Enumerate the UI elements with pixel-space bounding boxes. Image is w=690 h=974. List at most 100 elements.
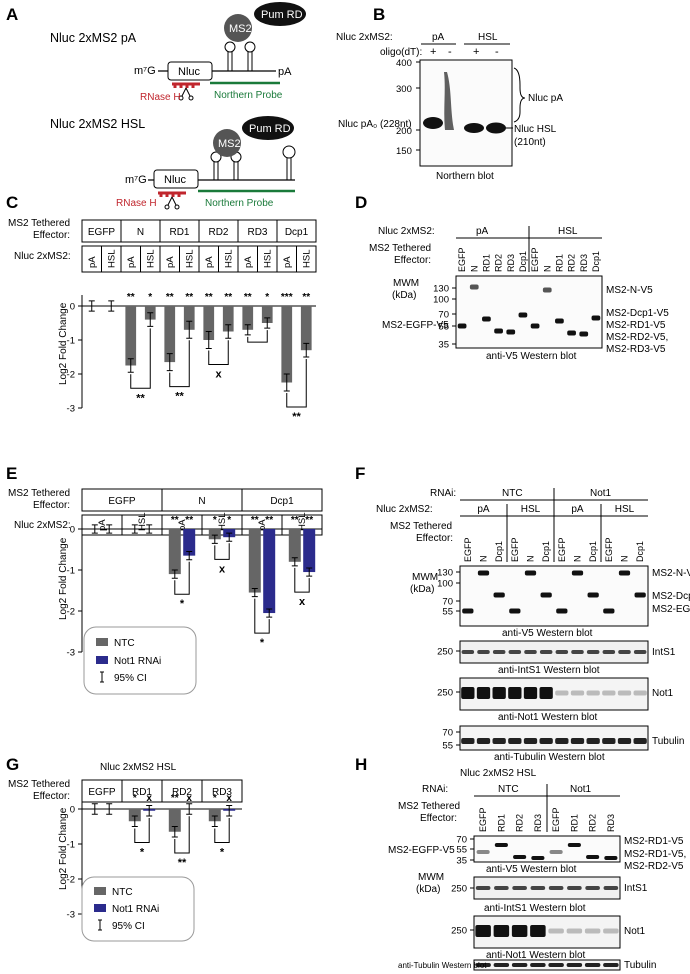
f-v5-tick-label: 130 <box>437 568 453 579</box>
h-ints1-band <box>567 886 582 890</box>
e-row1a: MS2 Tethered <box>8 488 70 499</box>
e-y-tick-label: -1 <box>67 566 75 577</box>
f-mwm2: (kDa) <box>410 584 434 595</box>
b-smear-lane2 <box>444 72 454 130</box>
f-lane-dcp1: Dcp1 <box>588 541 598 562</box>
g-bar-ntc-error-bar <box>91 803 98 815</box>
panel-a: A Nluc 2xMS2 pA Nluc 2xMS2 HSL m⁷G Nluc … <box>6 2 306 210</box>
c-bar <box>281 306 293 383</box>
g-y-tick-label: -3 <box>67 910 75 921</box>
f-v5-band <box>603 608 615 614</box>
h-tub-band <box>511 963 528 967</box>
ms2-label: MS2 <box>229 23 252 35</box>
d-left-label: MS2-EGFP-V5 <box>382 320 449 331</box>
f-construct-pa: pA <box>571 504 584 515</box>
g-bracket <box>134 818 150 843</box>
g-legend-ntc: NTC <box>112 887 133 898</box>
e-y-tick-label: -2 <box>67 607 75 618</box>
h-rnai-not1: Not1 <box>570 784 592 795</box>
d-group-pa: pA <box>476 226 489 237</box>
e-bar-ntc-error-bar <box>171 569 178 579</box>
f-mwm1: MWM <box>412 572 438 583</box>
f-tub-tick-label: 55 <box>442 741 453 752</box>
d-lane-egfp: EGFP <box>457 247 467 272</box>
c-bracket-label: x <box>215 369 222 381</box>
f-v5-band <box>540 592 552 598</box>
d-lane-rd3: RD3 <box>506 254 516 272</box>
f-not1-band <box>523 687 538 699</box>
h-tub-band <box>584 963 601 967</box>
d-lane-dcp1: Dcp1 <box>591 251 601 272</box>
g-bracket-label: * <box>220 847 225 859</box>
f-tub-band <box>461 738 475 744</box>
c-construct-hsl: HSL <box>106 250 117 268</box>
f-tub-band <box>476 738 491 744</box>
e-bar-not1-error-bar <box>226 532 233 542</box>
h-rnai-ntc: NTC <box>498 784 519 795</box>
f-not1-band <box>602 690 616 696</box>
g-significance-star: x <box>226 793 232 804</box>
h-not1-label: Not1 <box>624 926 646 937</box>
h-lane-rd3: RD3 <box>533 814 543 832</box>
e-row2: Nluc 2xMS2: <box>14 520 71 531</box>
h-not1-caption: anti-Not1 Western blot <box>486 950 586 961</box>
f-not1-band <box>461 687 475 699</box>
e-y-tick-label: 0 <box>70 525 75 536</box>
c-bracket <box>169 340 190 388</box>
d-eff-label2: Effector: <box>394 255 431 266</box>
b-caption: Northern blot <box>436 171 494 182</box>
e-construct-pa: pA <box>177 519 188 531</box>
c-bar <box>300 306 312 351</box>
panel-g: G Nluc 2xMS2 HSL MS2 Tethered Effector: … <box>6 755 243 942</box>
nluc-label: Nluc <box>178 66 201 78</box>
h-ints1-band <box>585 886 600 890</box>
f-construct-hsl: HSL <box>521 504 541 515</box>
h-eff-label2: Effector: <box>420 813 457 824</box>
b-right-hsl1: Nluc HSL <box>514 124 557 135</box>
c-bracket-label: ** <box>292 411 301 423</box>
e-bar-ntc <box>168 529 181 575</box>
f-not1-band <box>508 687 522 699</box>
d-band <box>457 323 467 329</box>
e-bracket-label: x <box>299 596 306 608</box>
f-construct-label: Nluc 2xMS2: <box>376 504 433 515</box>
c-construct-pa: pA <box>126 256 137 268</box>
d-right-label: MS2-RD3-V5 <box>606 344 666 355</box>
h-not1-tick-label: 250 <box>451 926 467 937</box>
c-y-tick-label: -2 <box>67 370 75 381</box>
f-not1-blot <box>459 677 649 711</box>
h-eff-label1: MS2 Tethered <box>398 801 460 812</box>
b-sign-4: - <box>495 46 499 58</box>
f-eff-label1: MS2 Tethered <box>390 521 452 532</box>
h-ints1-label: IntS1 <box>624 883 648 894</box>
e-effector-row <box>81 488 323 512</box>
b-y-ticks: 400 300 200 150 <box>396 58 420 157</box>
h-tub-band <box>603 963 619 967</box>
e-significance-star: ** <box>171 515 179 526</box>
e-y-tick-label: -3 <box>67 648 75 659</box>
c-bar-error-bar <box>264 317 271 329</box>
f-not1-tick-label: 250 <box>437 688 453 699</box>
f-v5-band <box>462 608 474 614</box>
e-row1b: Effector: <box>33 500 70 511</box>
e-bar-ntc <box>208 529 221 540</box>
h-v5-band <box>513 855 527 859</box>
f-tub-band <box>570 738 585 744</box>
h-lane-rd1: RD1 <box>496 814 506 832</box>
f-ints1-blot <box>459 640 649 664</box>
c-significance-star: ** <box>302 292 310 303</box>
e-significance-star: ** <box>305 515 313 526</box>
e-bracket-label: * <box>260 637 265 649</box>
e-bar-not1 <box>303 529 316 573</box>
h-not1-band <box>603 928 619 934</box>
f-ints1-band <box>492 650 506 654</box>
f-not1-label: Not1 <box>652 688 674 699</box>
f-not1-caption: anti-Not1 Western blot <box>498 712 598 723</box>
h-ints1-band <box>548 886 564 890</box>
f-v5-label-dcp1: MS2-Dcp1-V5 <box>652 591 690 602</box>
e-construct-hsl: HSL <box>137 513 148 531</box>
c-row2: Nluc 2xMS2: <box>14 251 71 262</box>
f-ints1-band <box>461 650 475 654</box>
e-construct-pa: pA <box>97 519 108 531</box>
e-bar-not1 <box>183 529 196 556</box>
